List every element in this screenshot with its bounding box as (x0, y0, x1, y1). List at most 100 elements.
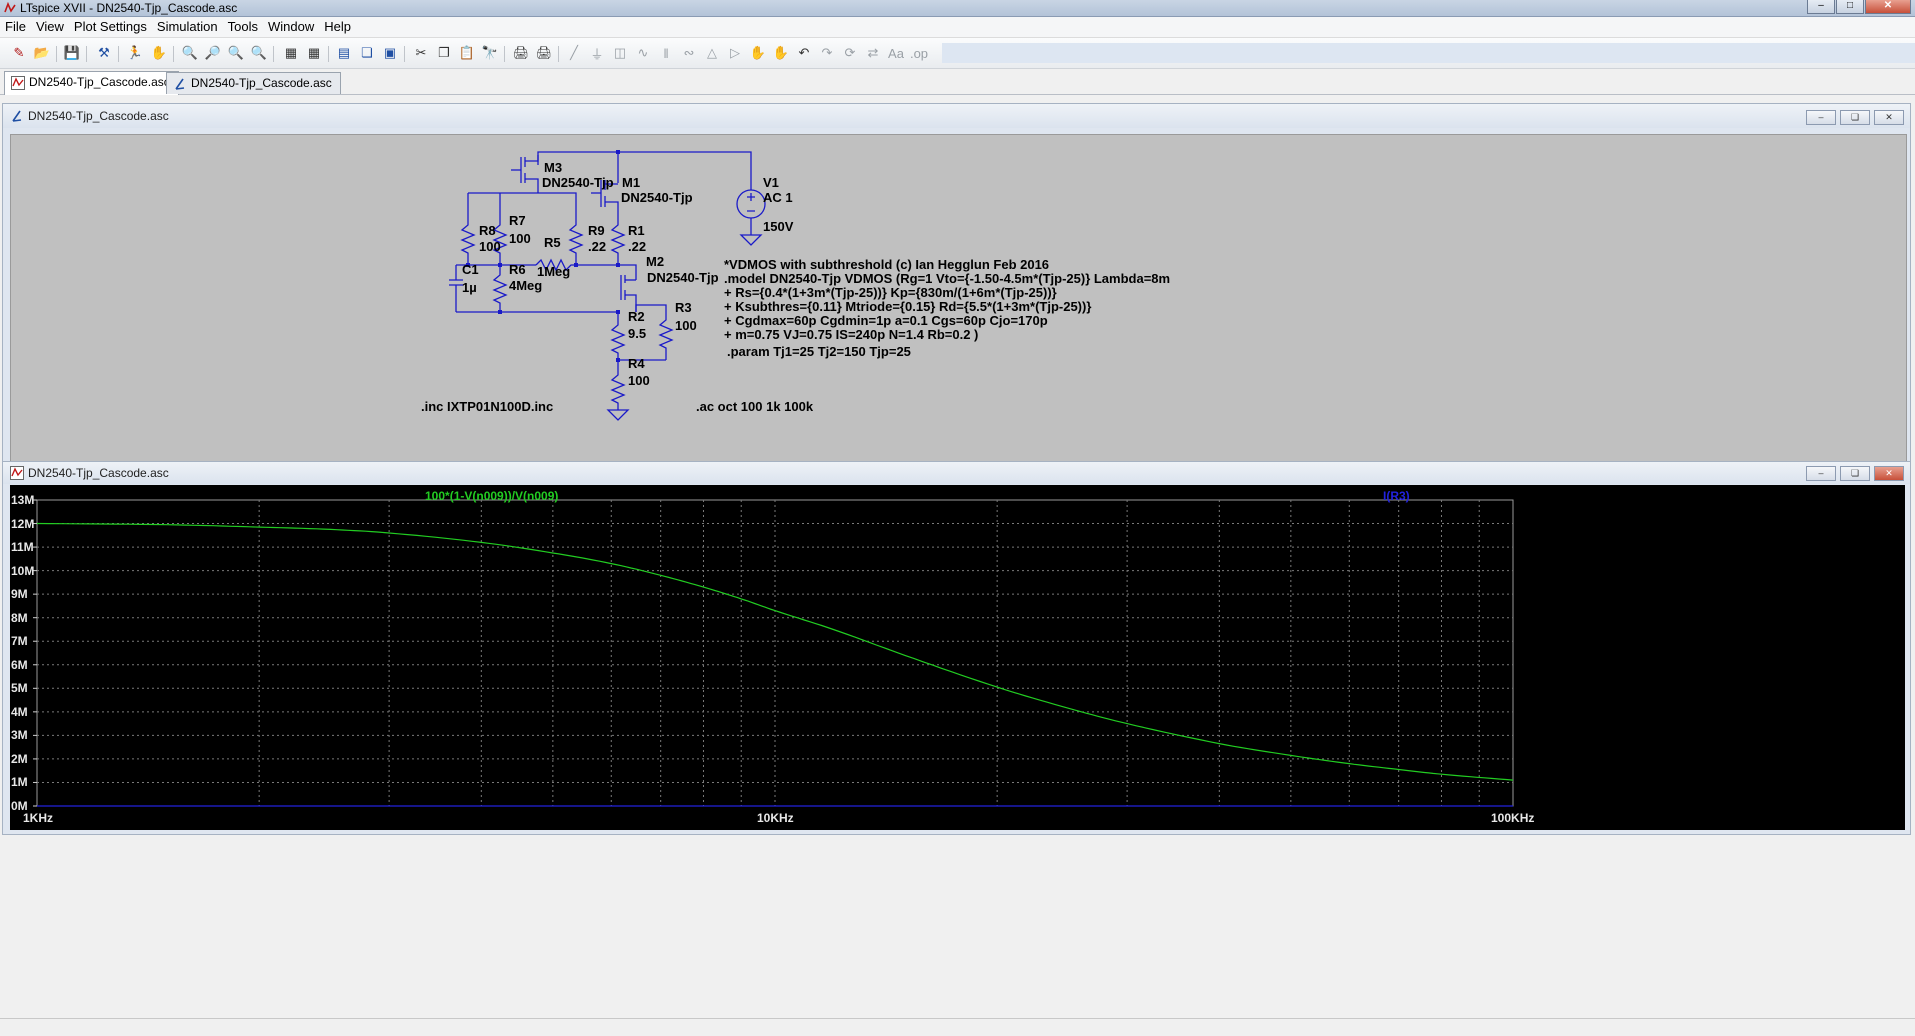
undo-icon[interactable]: ↶ (798, 45, 810, 60)
r7-value[interactable]: 100 (509, 231, 531, 246)
new-schematic-icon[interactable]: ✎ (13, 45, 25, 60)
control-panel-icon[interactable]: ⚒ (98, 45, 110, 60)
find-icon[interactable]: 🔭 (481, 45, 499, 60)
component-icon[interactable]: ▷ (730, 45, 740, 60)
label-net-icon[interactable]: ◫ (613, 45, 627, 60)
minimize-button[interactable]: – (1807, 0, 1835, 14)
close-button[interactable]: ✕ (1865, 0, 1911, 14)
r1-ref[interactable]: R1 (628, 223, 645, 238)
trace-label-secondary[interactable]: I(R3) (1383, 489, 1410, 503)
tab-label: DN2540-Tjp_Cascode.asc (29, 75, 170, 89)
paste-icon[interactable]: 📋 (458, 45, 476, 60)
r9-ref[interactable]: R9 (588, 223, 605, 238)
menu-simulation[interactable]: Simulation (156, 19, 218, 34)
r3-value[interactable]: 100 (675, 318, 697, 333)
r1-value[interactable]: .22 (628, 239, 647, 254)
m1-ref[interactable]: M1 (622, 175, 641, 190)
model-line-1[interactable]: *VDMOS with subthreshold (c) Ian Hegglun… (724, 257, 1050, 272)
m3-ref[interactable]: M3 (544, 160, 563, 175)
open-folder-icon[interactable]: 📂 (33, 45, 51, 60)
schematic-close-button[interactable]: ✕ (1874, 110, 1904, 125)
redo-icon[interactable]: ↷ (821, 45, 833, 60)
m2-model[interactable]: DN2540-Tjp (647, 270, 719, 285)
m1-model[interactable]: DN2540-Tjp (621, 190, 693, 205)
copy-icon[interactable]: ❐ (438, 45, 450, 60)
inc-directive[interactable]: .inc IXTP01N100D.inc (421, 399, 554, 414)
r2-value[interactable]: 9.5 (628, 326, 647, 341)
menu-file[interactable]: File (5, 19, 26, 34)
resistor-icon[interactable]: ∿ (637, 45, 649, 60)
tile-horizontal-icon[interactable]: ▤ (337, 45, 351, 60)
menu-view[interactable]: View (35, 19, 64, 34)
v1-ref[interactable]: V1 (763, 175, 779, 190)
pan-icon[interactable]: 🔎 (204, 45, 222, 60)
cascade-icon[interactable]: ❏ (361, 45, 373, 60)
r5-value[interactable]: 1Meg (537, 264, 571, 279)
trace-label-primary[interactable]: 100*(1-V(n009))/V(n009) (425, 489, 559, 503)
diode-icon[interactable]: △ (707, 45, 717, 60)
fft-icon[interactable]: ▦ (307, 45, 321, 60)
r3-ref[interactable]: R3 (675, 300, 692, 315)
menu-help[interactable]: Help (324, 19, 351, 34)
tab-schematic[interactable]: DN2540-Tjp_Cascode.asc (166, 72, 341, 94)
r9-value[interactable]: .22 (588, 239, 607, 254)
zoom-fit-icon[interactable]: 🔍 (250, 45, 268, 60)
move-icon[interactable]: ✋ (749, 45, 767, 60)
menu-tools[interactable]: Tools (227, 19, 258, 34)
print-setup-icon[interactable]: 🖨 (512, 45, 530, 60)
halt-icon[interactable]: ✋ (150, 45, 168, 60)
tile-vertical-icon[interactable]: ▣ (383, 45, 397, 60)
ac-directive[interactable]: .ac oct 100 1k 100k (696, 399, 814, 414)
save-icon[interactable]: 💾 (63, 45, 81, 60)
text-icon[interactable]: Aa (888, 45, 904, 61)
rotate-icon[interactable]: ⟳ (844, 45, 856, 60)
menu-plot-settings[interactable]: Plot Settings (73, 19, 147, 34)
r5-ref[interactable]: R5 (544, 235, 561, 250)
inductor-icon[interactable]: ∾ (683, 45, 695, 60)
mirror-icon[interactable]: ⇄ (867, 45, 879, 60)
model-line-3[interactable]: + Rs={0.4*(1+3m*(Tjp-25))} Kp={830m/(1+6… (724, 285, 1057, 300)
schematic-minimize-button[interactable]: – (1806, 110, 1836, 125)
m2-ref[interactable]: M2 (646, 254, 665, 269)
r4-ref[interactable]: R4 (628, 356, 645, 371)
schematic-icon (175, 78, 185, 90)
tab-waveform[interactable]: DN2540-Tjp_Cascode.asc (4, 71, 179, 95)
zoom-out-icon[interactable]: 🔍 (227, 45, 245, 60)
r4-value[interactable]: 100 (628, 373, 650, 388)
model-line-2[interactable]: .model DN2540-Tjp VDMOS (Rg=1 Vto={-1.50… (724, 271, 1171, 286)
spice-directive-icon[interactable]: .op (909, 45, 929, 61)
r7-ref[interactable]: R7 (509, 213, 526, 228)
c1-ref[interactable]: C1 (462, 262, 479, 277)
r8-ref[interactable]: R8 (479, 223, 496, 238)
r2-ref[interactable]: R2 (628, 309, 645, 324)
model-line-4[interactable]: + Ksubthres={0.11} Mtriode={0.15} Rd={5.… (724, 299, 1092, 314)
schematic-restore-button[interactable]: ❏ (1840, 110, 1870, 125)
drag-icon[interactable]: ✋ (772, 45, 790, 60)
capacitor-icon[interactable]: ‖ (663, 45, 669, 61)
waveform-chart[interactable] (10, 485, 1905, 830)
cut-icon[interactable]: ✂ (415, 45, 427, 60)
v1-dc[interactable]: 150V (763, 219, 794, 234)
r8-value[interactable]: 100 (479, 239, 501, 254)
r6-value[interactable]: 4Meg (509, 278, 543, 293)
c1-value[interactable]: 1µ (462, 280, 477, 295)
model-line-6[interactable]: + m=0.75 VJ=0.75 IS=240p N=1.4 Rb=0.2 ) (724, 327, 979, 342)
m3-model[interactable]: DN2540-Tjp (542, 175, 614, 190)
menu-window[interactable]: Window (267, 19, 315, 34)
ground-icon[interactable]: ⏚ (590, 46, 604, 62)
run-icon[interactable]: 🏃 (126, 45, 144, 60)
print-icon[interactable]: 🖨 (535, 45, 553, 60)
wire-icon[interactable]: ╱ (570, 45, 578, 60)
zoom-in-icon[interactable]: 🔍 (181, 45, 199, 60)
x-tick-label: 100KHz (1491, 811, 1535, 825)
waveform-close-button[interactable]: ✕ (1874, 466, 1904, 481)
v1-ac[interactable]: AC 1 (763, 190, 793, 205)
maximize-button[interactable]: □ (1836, 0, 1864, 14)
autorange-icon[interactable]: ▦ (284, 45, 298, 60)
r6-ref[interactable]: R6 (509, 262, 526, 277)
waveform-restore-button[interactable]: ❏ (1840, 466, 1870, 481)
waveform-minimize-button[interactable]: – (1806, 466, 1836, 481)
param-directive[interactable]: .param Tj1=25 Tj2=150 Tjp=25 (727, 344, 911, 359)
model-line-5[interactable]: + Cgdmax=60p Cgdmin=1p a=0.1 Cgs=60p Cjo… (724, 313, 1048, 328)
